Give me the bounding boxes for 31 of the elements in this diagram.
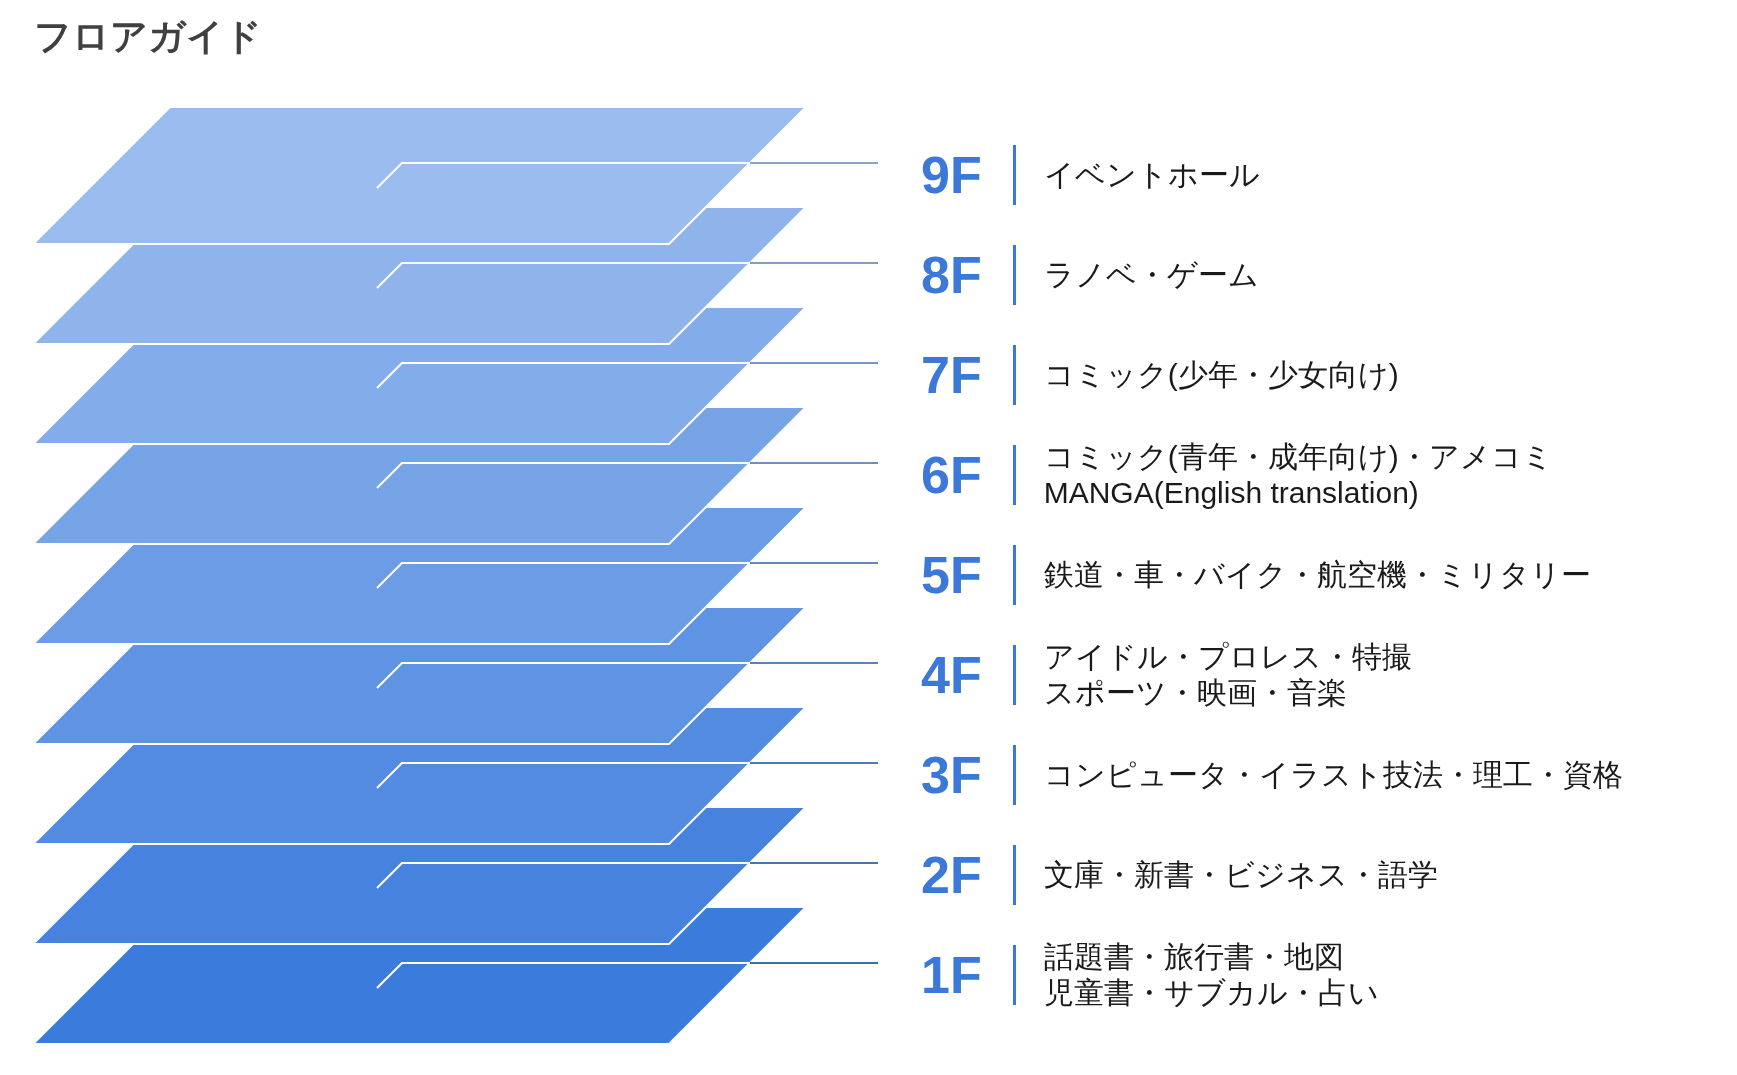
leader-line <box>376 562 879 589</box>
leader-line <box>376 962 879 989</box>
leader-line <box>376 662 879 689</box>
floor-number: 3F <box>921 749 982 801</box>
floor-description: 鉄道・車・バイク・航空機・ミリタリー <box>1043 557 1591 593</box>
leader-line <box>376 362 879 389</box>
leader-line <box>376 462 879 489</box>
floor-number: 8F <box>921 249 982 301</box>
leader-line <box>376 762 879 789</box>
floor-number: 9F <box>921 149 982 201</box>
floor-description: スポーツ・映画・音楽 <box>1043 675 1347 711</box>
floor-description: アイドル・プロレス・特撮 <box>1043 639 1412 675</box>
floor-number: 6F <box>921 449 982 501</box>
floor-number: 1F <box>921 949 982 1001</box>
leader-line <box>376 862 879 889</box>
floor-number: 2F <box>921 849 982 901</box>
floor-number: 5F <box>921 549 982 601</box>
leader-line <box>376 262 879 289</box>
floor-description: コミック(少年・少女向け) <box>1043 357 1399 393</box>
floor-description: 話題書・旅行書・地図 <box>1043 939 1344 975</box>
floor-description: ラノベ・ゲーム <box>1043 257 1259 293</box>
floor-description: MANGA(English translation) <box>1043 475 1419 511</box>
floor-description: 児童書・サブカル・占い <box>1043 975 1379 1011</box>
floor-description: イベントホール <box>1043 157 1260 193</box>
floor-description: コンピュータ・イラスト技法・理工・資格 <box>1043 757 1623 793</box>
floor-number: 7F <box>921 349 982 401</box>
leader-line <box>376 162 879 189</box>
floor-description: 文庫・新書・ビジネス・語学 <box>1043 857 1438 893</box>
floor-number: 4F <box>921 649 982 701</box>
floor-description: コミック(青年・成年向け)・アメコミ <box>1043 439 1553 475</box>
page-title: フロアガイド <box>34 16 262 59</box>
